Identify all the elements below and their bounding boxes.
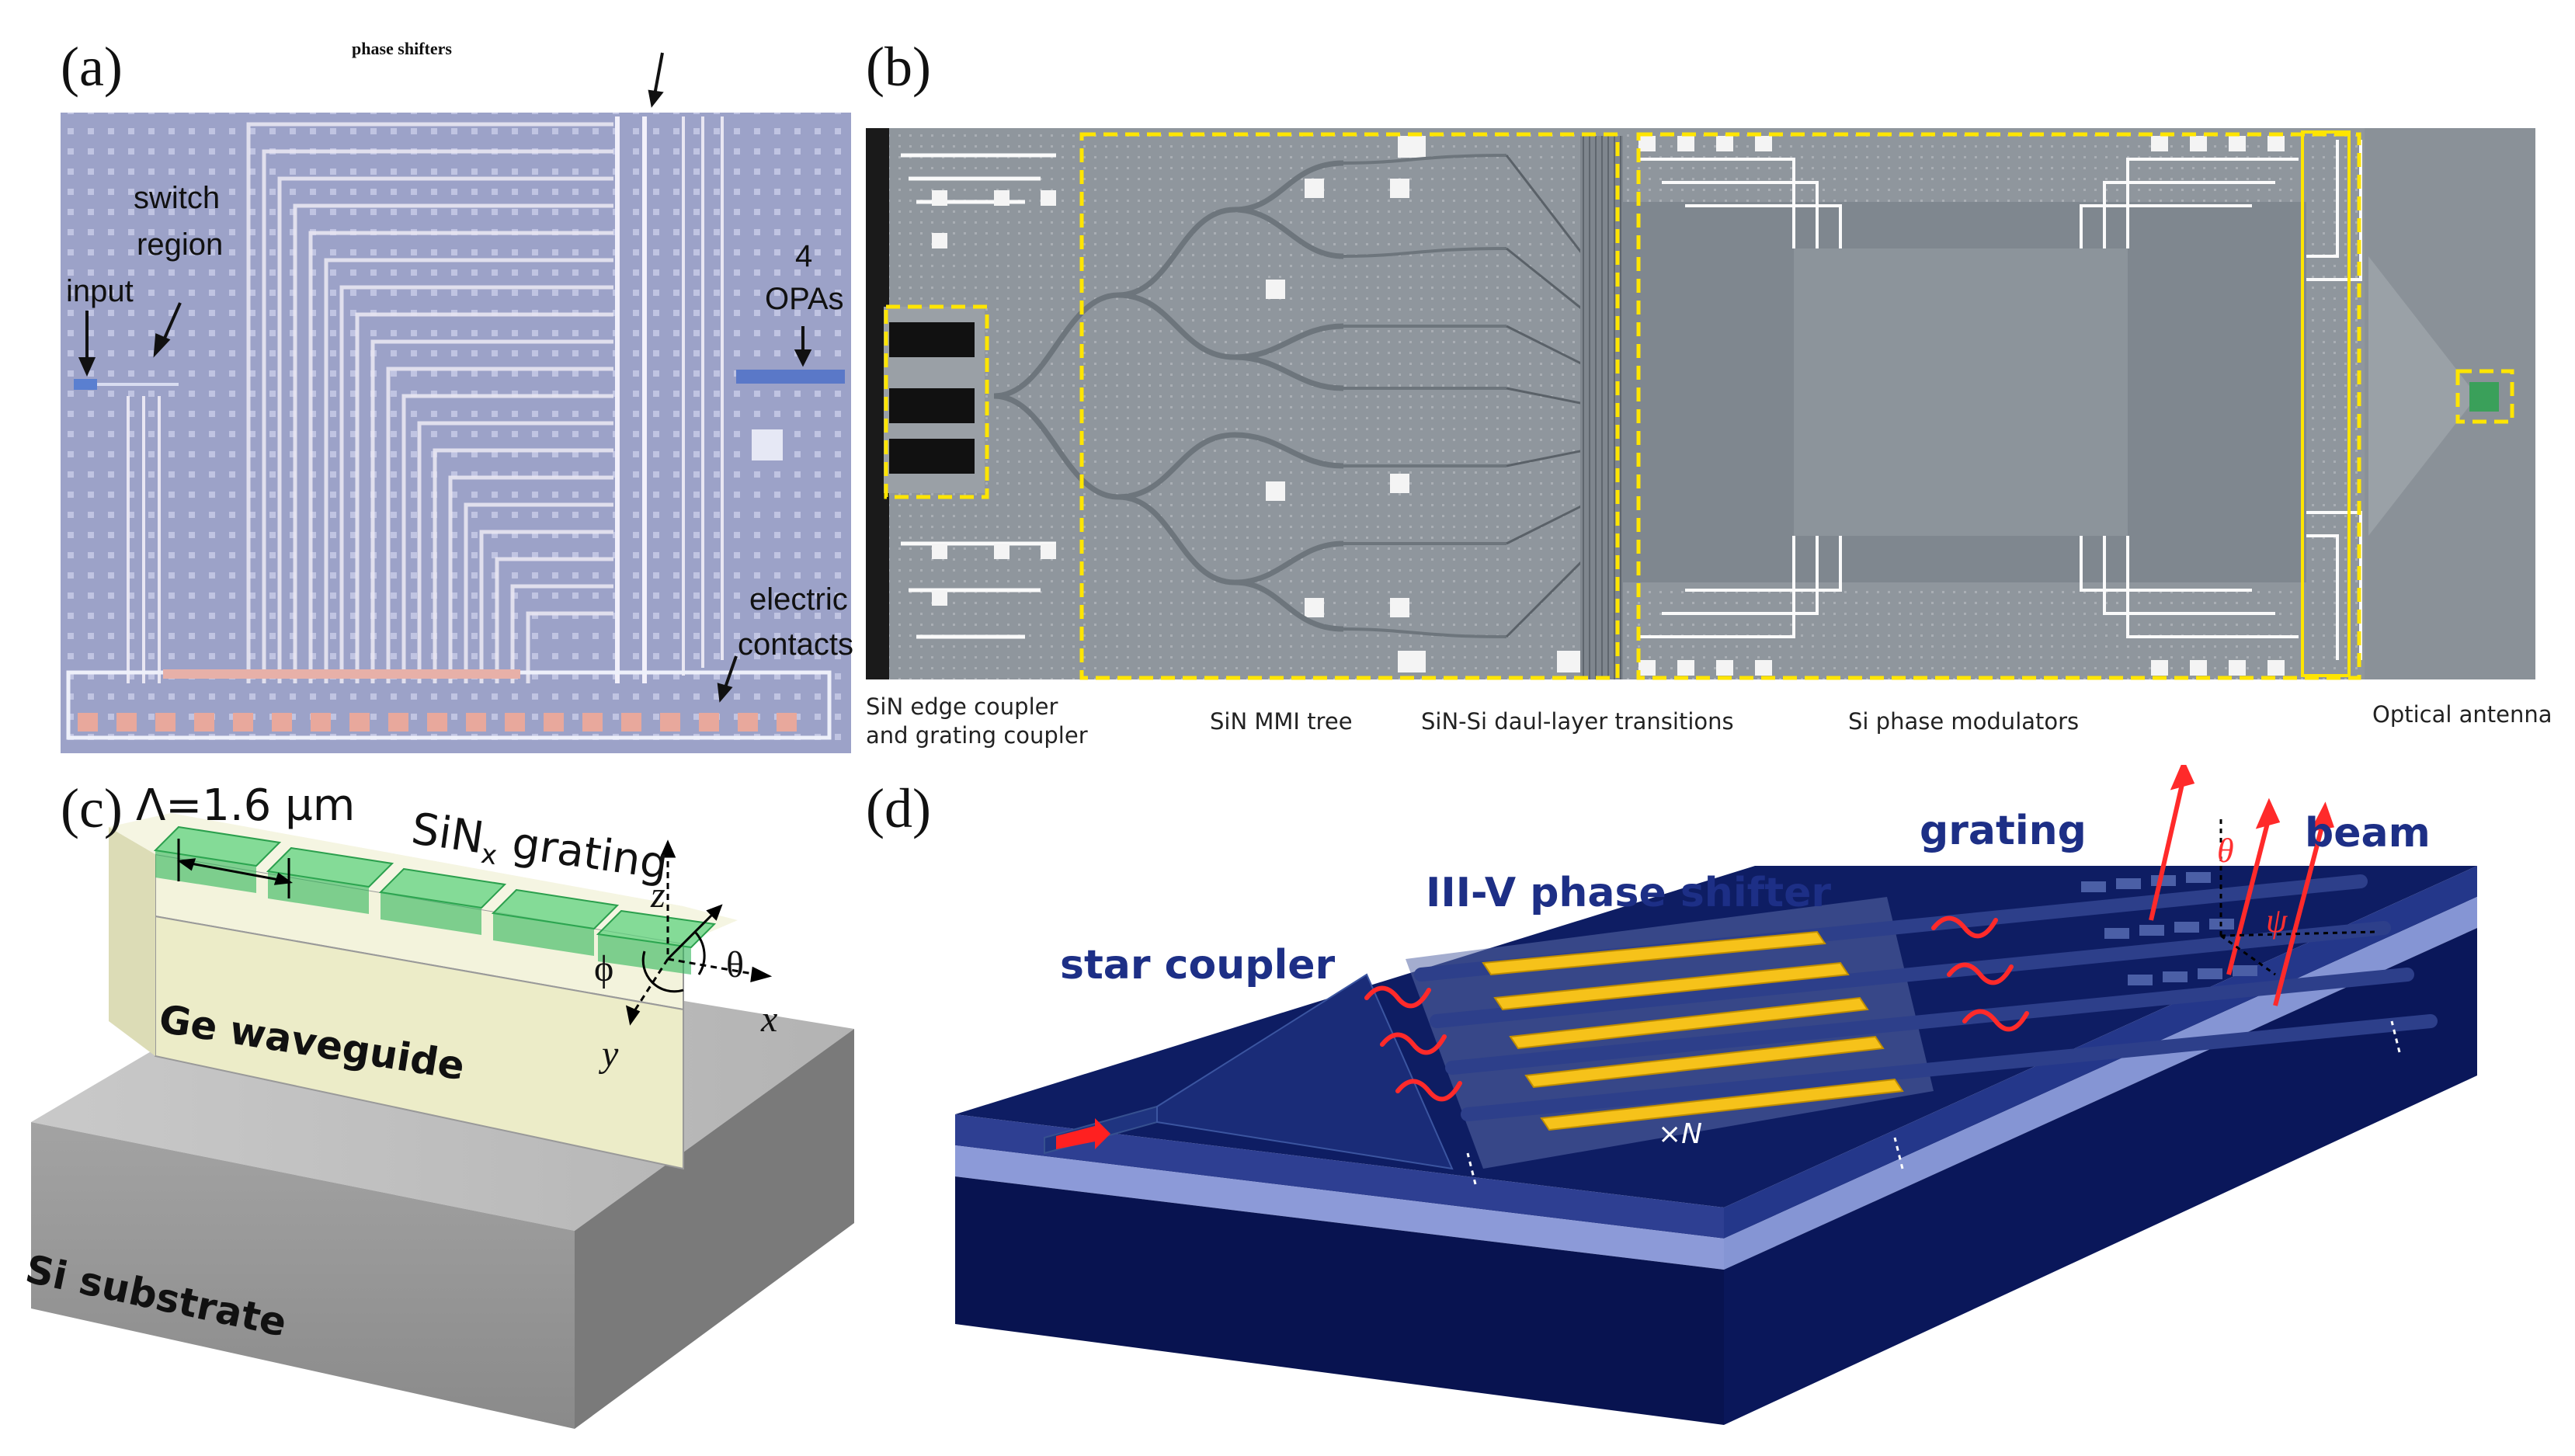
axis-label-x: x xyxy=(761,999,778,1040)
caption-transitions: SiN-Si daul-layer transitions xyxy=(1421,708,1734,735)
chip-a-micrograph xyxy=(61,52,851,753)
panel-b: (b) SiN edge coupler and grating coupler… xyxy=(862,0,2575,761)
label-star-coupler: star coupler xyxy=(1060,942,1336,989)
caption-mmi-tree: SiN MMI tree xyxy=(1210,708,1353,735)
angle-label-psi: ψ xyxy=(2266,902,2288,940)
label-phase-shifters: phase shifters xyxy=(352,39,452,58)
grating-material: SiN xyxy=(408,804,488,864)
panel-b-label: (b) xyxy=(866,36,931,98)
label-array-multiplier: ×N xyxy=(1658,1118,1703,1150)
caption-optical-antenna: Optical antenna xyxy=(2372,701,2552,728)
label-grating: grating xyxy=(1920,808,2087,854)
label-beam: beam xyxy=(2305,810,2431,857)
label-opas: OPAs xyxy=(765,282,844,316)
label-grating-period: Λ=1.6 µm xyxy=(136,780,356,831)
label-region: region xyxy=(137,228,224,262)
angle-label-theta: θ xyxy=(726,944,744,985)
label-opas-number: 4 xyxy=(795,239,813,273)
opa-3d-illustration xyxy=(955,765,2477,1425)
panel-d: (d) grating beam III-V phase shifter sta… xyxy=(862,765,2575,1456)
label-contacts: contacts xyxy=(738,627,853,662)
grating-3d-illustration xyxy=(31,813,854,1429)
caption-phase-modulators: Si phase modulators xyxy=(1848,708,2080,735)
axis-label-y: y xyxy=(602,1034,619,1075)
label-switch: switch xyxy=(134,181,221,215)
panel-a: (a) phase shifters switch region input 4… xyxy=(0,0,862,761)
chip-b-layout xyxy=(866,128,2535,680)
panel-d-label: (d) xyxy=(866,777,931,839)
axis-label-z: z xyxy=(651,874,665,916)
panel-c: (c) Λ=1.6 µm SiNx grating z x y ϕ θ Ge w… xyxy=(0,765,862,1456)
panel-c-label: (c) xyxy=(61,777,123,839)
label-iii-v-phase-shifter: III-V phase shifter xyxy=(1426,870,1832,916)
angle-label-phi: ϕ xyxy=(594,948,614,989)
label-input: input xyxy=(66,274,134,308)
panel-a-label: (a) xyxy=(61,36,123,98)
caption-edge-coupler-line1: SiN edge coupler xyxy=(866,693,1058,720)
label-electric: electric xyxy=(749,582,848,617)
caption-edge-coupler-line2: and grating coupler xyxy=(866,722,1088,749)
angle-label-theta: θ xyxy=(2217,832,2234,870)
